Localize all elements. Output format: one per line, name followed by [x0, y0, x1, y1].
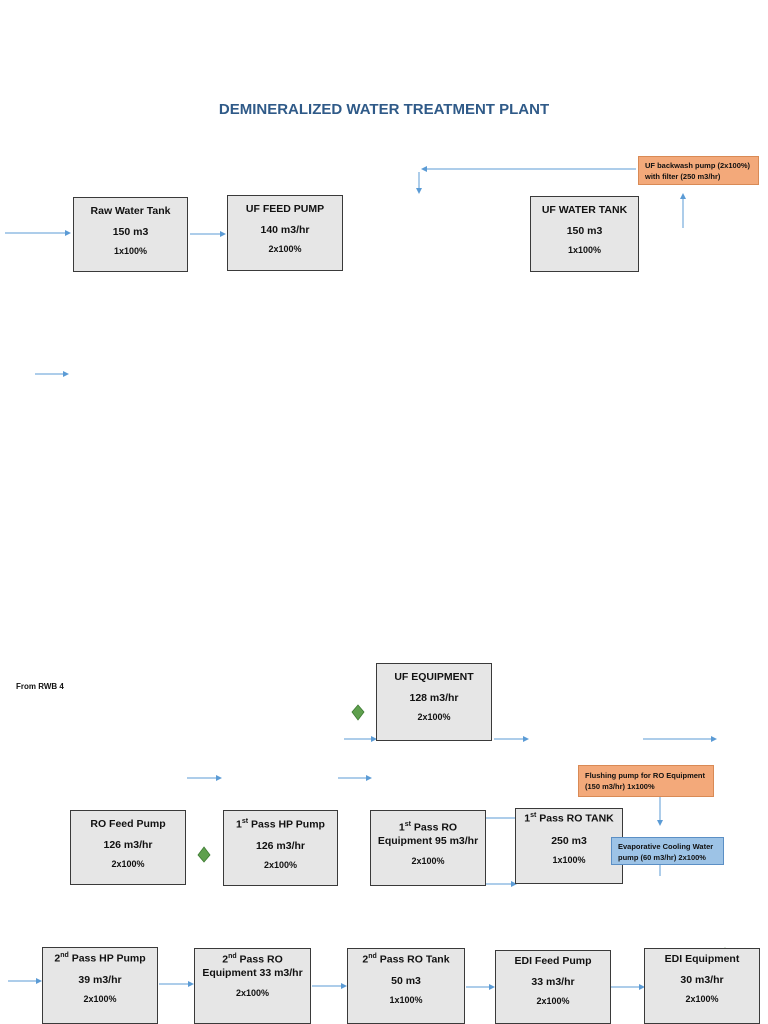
pass2-ro-equipment-name: 2nd Pass RO: [222, 953, 283, 966]
pass2-ro-tank-capacity: 50 m3: [391, 974, 421, 987]
raw-water-tank-box: Raw Water Tank 150 m3 1x100%: [73, 197, 188, 272]
uf-feed-pump-capacity: 140 m3/hr: [260, 224, 310, 236]
pass1-ro-tank-name: 1st Pass RO TANK: [524, 812, 614, 825]
uf-equipment-box: UF EQUIPMENT 128 m3/hr 2x100%: [376, 663, 492, 741]
raw-water-tank-capacity: 150 m3: [112, 226, 149, 238]
pass1-hp-pump-capacity: 126 m3/hr: [255, 839, 306, 852]
uf-water-tank-name: UF WATER TANK: [541, 204, 628, 216]
edi-equipment-box: EDI Equipment 30 m3/hr 2x100%: [644, 948, 760, 1024]
uf-feed-pump-config: 2x100%: [268, 244, 302, 254]
edi-equipment-capacity: 30 m3/hr: [680, 974, 724, 986]
raw-water-tank-name: Raw Water Tank: [90, 205, 171, 217]
uf-equipment-capacity: 128 m3/hr: [409, 692, 459, 704]
valve-diamond-ro: [197, 846, 211, 863]
uf-feed-pump-name: UF FEED PUMP: [245, 203, 325, 215]
pass2-hp-pump-box: 2nd Pass HP Pump 39 m3/hr 2x100%: [42, 947, 158, 1024]
pass1-ro-tank-config: 1x100%: [552, 854, 586, 865]
pass1-hp-pump-config: 2x100%: [263, 859, 298, 870]
pass2-ro-equipment-config: 2x100%: [235, 987, 270, 998]
uf-backwash-pump-note: UF backwash pump (2x100%) with filter (2…: [638, 156, 759, 185]
pass2-hp-pump-capacity: 39 m3/hr: [78, 973, 122, 986]
uf-water-tank-box: UF WATER TANK 150 m3 1x100%: [530, 196, 639, 272]
ro-feed-pump-capacity: 126 m3/hr: [103, 839, 153, 851]
ro-feed-pump-config: 2x100%: [111, 859, 145, 869]
uf-feed-pump-box: UF FEED PUMP 140 m3/hr 2x100%: [227, 195, 343, 271]
flushing-pump-line2: (150 m3/hr) 1x100%: [585, 782, 655, 791]
pass1-ro-tank-capacity: 250 m3: [551, 834, 587, 847]
pass2-hp-pump-name: 2nd Pass HP Pump: [54, 952, 146, 965]
pass1-ro-equipment-name: 1st Pass RO: [398, 821, 458, 834]
pass1-hp-pump-name: 1st Pass HP Pump: [236, 818, 325, 831]
flushing-pump-line1: Flushing pump for RO Equipment: [585, 771, 705, 780]
pass2-hp-pump-config: 2x100%: [83, 993, 117, 1004]
pass1-hp-pump-box: 1st Pass HP Pump 126 m3/hr 2x100%: [223, 810, 338, 886]
edi-feed-pump-capacity: 33 m3/hr: [531, 976, 575, 988]
ro-feed-pump-name: RO Feed Pump: [90, 818, 166, 830]
edi-feed-pump-config: 2x100%: [536, 996, 570, 1006]
pass1-ro-equipment-config: 2x100%: [411, 855, 445, 866]
uf-water-tank-capacity: 150 m3: [566, 225, 603, 237]
from-rwb-label: From RWB 4: [16, 682, 64, 691]
pass1-ro-tank-box: 1st Pass RO TANK 250 m3 1x100%: [515, 808, 623, 884]
pass1-ro-equipment-box: 1st Pass RO Equipment 95 m3/hr 2x100%: [370, 810, 486, 886]
edi-feed-pump-name: EDI Feed Pump: [514, 955, 592, 967]
page-title: DEMINERALIZED WATER TREATMENT PLANT: [218, 101, 550, 118]
pass2-ro-tank-config: 1x100%: [389, 994, 423, 1005]
edi-feed-pump-box: EDI Feed Pump 33 m3/hr 2x100%: [495, 950, 611, 1024]
evap-cooling-line2: pump (60 m3/hr) 2x100%: [618, 853, 706, 862]
pass2-ro-equipment-box: 2nd Pass RO Equipment 33 m3/hr 2x100%: [194, 948, 311, 1024]
pass2-ro-tank-box: 2nd Pass RO Tank 50 m3 1x100%: [347, 948, 465, 1024]
edi-equipment-name: EDI Equipment: [664, 953, 740, 965]
uf-equipment-config: 2x100%: [417, 712, 451, 722]
valve-diamond-uf: [351, 704, 365, 721]
ro-feed-pump-box: RO Feed Pump 126 m3/hr 2x100%: [70, 810, 186, 885]
uf-water-tank-config: 1x100%: [567, 245, 602, 255]
pass1-ro-equipment-capacity: Equipment 95 m3/hr: [377, 834, 479, 847]
edi-equipment-config: 2x100%: [685, 994, 719, 1004]
uf-equipment-name: UF EQUIPMENT: [394, 671, 474, 683]
pass2-ro-tank-name: 2nd Pass RO Tank: [362, 953, 450, 966]
uf-backwash-line2: with filter (250 m3/hr): [645, 172, 721, 181]
flushing-pump-note: Flushing pump for RO Equipment (150 m3/h…: [578, 765, 714, 797]
evap-cooling-pump-note: Evaporative Cooling Water pump (60 m3/hr…: [611, 837, 724, 865]
uf-backwash-line1: UF backwash pump (2x100%): [645, 161, 751, 170]
pass2-ro-equipment-capacity: Equipment 33 m3/hr: [202, 966, 303, 979]
raw-water-tank-config: 1x100%: [113, 246, 148, 256]
evap-cooling-line1: Evaporative Cooling Water: [618, 842, 714, 851]
